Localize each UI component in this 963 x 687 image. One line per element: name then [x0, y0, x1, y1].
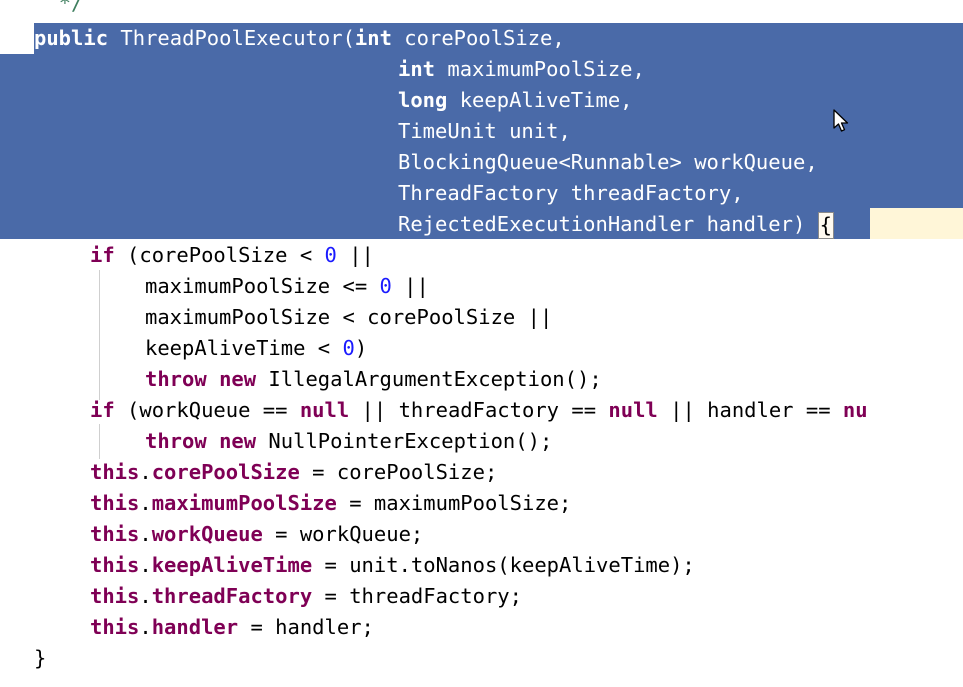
number-literal: 0 — [342, 336, 355, 360]
matched-open-brace: { — [817, 211, 834, 239]
param-type: TimeUnit — [398, 119, 497, 143]
keyword-throw: throw — [145, 429, 207, 453]
keyword-this: this — [90, 584, 140, 608]
code-line-condition: maximumPoolSize < corePoolSize || — [145, 305, 553, 329]
param-name: maximumPoolSize — [447, 57, 633, 81]
code-line-param: ThreadFactory threadFactory, — [398, 181, 744, 205]
code-line-throw: throw new IllegalArgumentException(); — [145, 367, 602, 391]
selection-highlight — [0, 54, 963, 208]
code-line-param: TimeUnit unit, — [398, 119, 571, 143]
code-line-if: if (workQueue == null || threadFactory =… — [90, 398, 868, 422]
keyword-this: this — [90, 553, 140, 577]
keyword-null-clipped: nu — [842, 398, 868, 422]
param-name: handler — [706, 212, 793, 236]
keyword-public: public — [34, 26, 109, 50]
field-name: corePoolSize — [151, 460, 300, 484]
indent-guide — [99, 424, 100, 459]
bracket-line-highlight — [870, 208, 963, 239]
field-name: keepAliveTime — [151, 553, 313, 577]
keyword-this: this — [90, 491, 140, 515]
number-literal: 0 — [324, 243, 337, 267]
param-name: keepAliveTime — [459, 88, 621, 112]
code-line-close-brace: } — [34, 643, 46, 674]
code-line-condition: maximumPoolSize <= 0 || — [145, 274, 429, 298]
code-line-param: BlockingQueue<Runnable> workQueue, — [398, 150, 818, 174]
code-line-throw: throw new NullPointerException(); — [145, 429, 553, 453]
code-line-if: if (corePoolSize < 0 || — [90, 243, 374, 267]
selection-highlight — [0, 208, 870, 239]
keyword-if: if — [90, 398, 115, 422]
selection-highlight — [34, 23, 963, 54]
keyword-null: null — [608, 398, 658, 422]
code-line-param: RejectedExecutionHandler handler) { — [398, 211, 834, 239]
param-name: workQueue — [694, 150, 806, 174]
code-line-assignment: this.keepAliveTime = unit.toNanos(keepAl… — [90, 553, 695, 577]
keyword-this: this — [90, 615, 140, 639]
code-line-signature: public ThreadPoolExecutor(int corePoolSi… — [34, 26, 565, 50]
code-line-assignment: this.workQueue = workQueue; — [90, 522, 424, 546]
param-name: corePoolSize — [404, 26, 553, 50]
param-type: ThreadFactory — [398, 181, 559, 205]
method-name: ThreadPoolExecutor — [120, 26, 343, 50]
code-line-condition: keepAliveTime < 0) — [145, 336, 368, 360]
field-name: maximumPoolSize — [151, 491, 337, 515]
keyword-if: if — [90, 243, 115, 267]
number-literal: 0 — [379, 274, 392, 298]
param-type: int — [354, 26, 392, 50]
keyword-this: this — [90, 522, 140, 546]
code-line-assignment: this.handler = handler; — [90, 615, 374, 639]
keyword-null: null — [299, 398, 350, 422]
param-name: unit — [509, 119, 559, 143]
code-line-assignment: this.maximumPoolSize = maximumPoolSize; — [90, 491, 572, 515]
field-name: workQueue — [151, 522, 263, 546]
field-name: threadFactory — [151, 584, 313, 608]
param-name: threadFactory — [570, 181, 732, 205]
keyword-new: new — [219, 367, 257, 391]
field-name: handler — [151, 615, 239, 639]
param-type: int — [398, 57, 436, 81]
indent-guide — [99, 270, 100, 400]
code-line-assignment: this.threadFactory = threadFactory; — [90, 584, 522, 608]
comment-end: */ — [58, 0, 84, 15]
code-line-assignment: this.corePoolSize = corePoolSize; — [90, 460, 498, 484]
code-line-param: long keepAliveTime, — [398, 88, 633, 112]
close-brace: } — [34, 646, 47, 670]
param-type: BlockingQueue<Runnable> — [398, 150, 682, 174]
param-type: RejectedExecutionHandler — [398, 212, 695, 236]
keyword-new: new — [219, 429, 257, 453]
code-line-comment-end: */ — [34, 0, 84, 19]
mouse-pointer-icon — [833, 109, 849, 132]
keyword-throw: throw — [145, 367, 207, 391]
param-type: long — [398, 88, 448, 112]
keyword-this: this — [90, 460, 140, 484]
code-line-param: int maximumPoolSize, — [398, 57, 645, 81]
